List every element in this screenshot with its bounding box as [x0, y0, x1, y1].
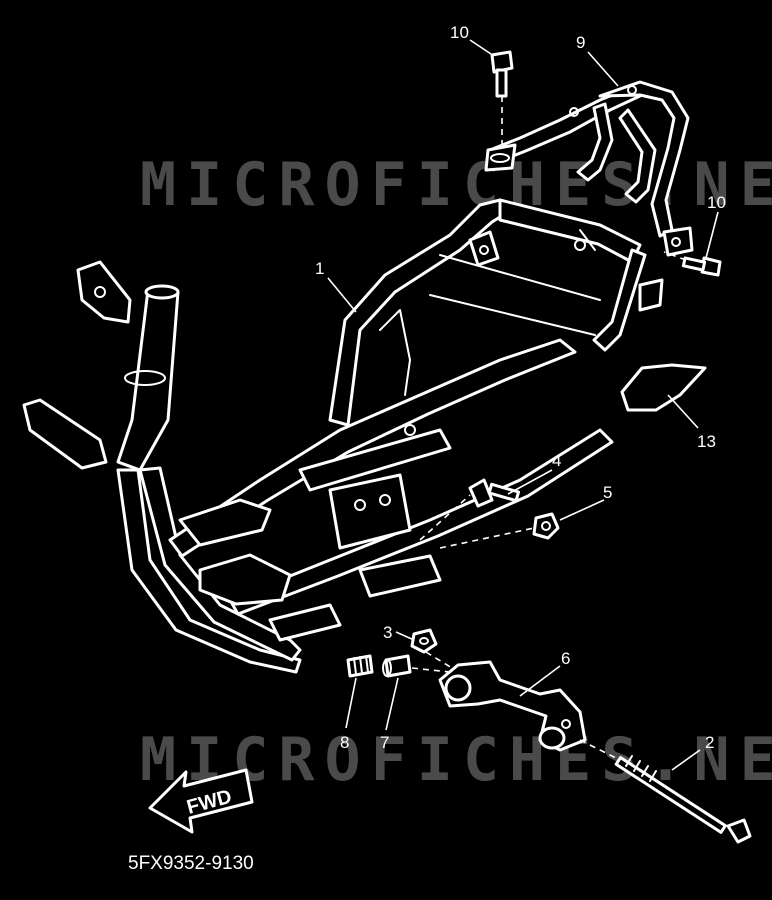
- callout-3: 3: [383, 623, 392, 642]
- callout-6: 6: [561, 649, 570, 668]
- bracket-6-drawing: [438, 660, 587, 752]
- collar-7-drawing: [382, 654, 412, 678]
- callout-10-right: 10: [707, 193, 726, 212]
- callout-1: 1: [315, 259, 324, 278]
- bolt-10-right-drawing: [663, 251, 722, 277]
- nut-3-drawing: [410, 628, 438, 654]
- callout-10-top: 10: [450, 23, 469, 42]
- bushing-8-drawing: [346, 654, 374, 678]
- reference-code: 5FX9352-9130: [128, 853, 254, 874]
- nut-alignment-line: [425, 651, 453, 669]
- long-bolt-2-drawing: [579, 739, 752, 844]
- bolt-10-top-drawing: [490, 50, 514, 150]
- grab-bar-drawing: [484, 80, 694, 257]
- leader-lines: [327, 39, 719, 771]
- callout-7: 7: [380, 733, 389, 752]
- callout-9: 9: [576, 33, 585, 52]
- collar-alignment-line: [411, 667, 451, 673]
- callout-8: 8: [340, 733, 349, 752]
- guard-13-drawing: [620, 363, 707, 412]
- bolt-4-drawing: [419, 478, 521, 541]
- main-frame-drawing: [22, 198, 664, 674]
- callout-5: 5: [603, 483, 612, 502]
- callout-4: 4: [552, 451, 561, 470]
- callout-13: 13: [697, 432, 716, 451]
- callout-2: 2: [705, 733, 714, 752]
- nut-5-drawing: [439, 512, 560, 549]
